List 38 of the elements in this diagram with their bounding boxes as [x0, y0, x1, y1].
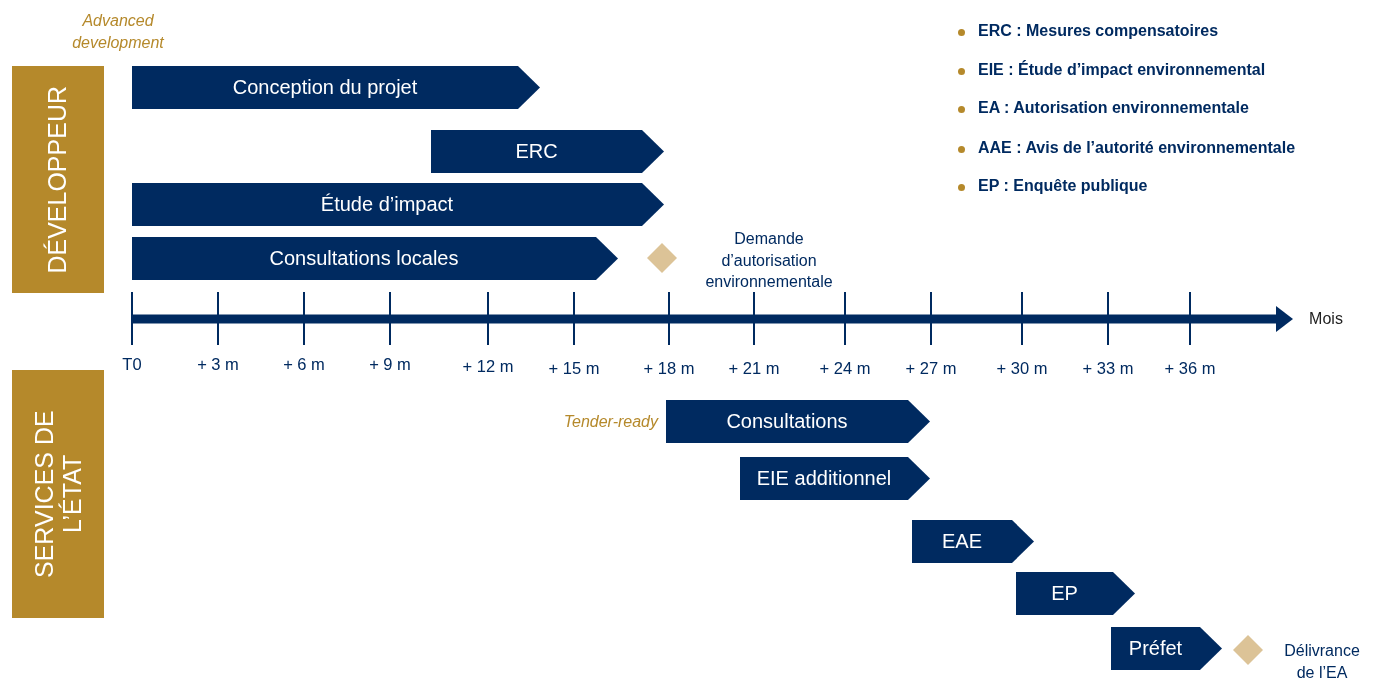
gantt-task-bar: Étude d’impact [132, 183, 664, 226]
milestone-caption: Délivrance de l’EA [1283, 641, 1361, 680]
tick-label: + 21 m [728, 359, 780, 378]
glossary-entry: AAE : Avis de l’autorité environnementale [978, 139, 1296, 157]
lane-band [12, 370, 104, 618]
gantt-task-bar: EAE [912, 520, 1034, 563]
tick-label: + 9 m [369, 355, 411, 374]
gantt-task-bar: ERC [431, 130, 664, 173]
glossary-entry: EIE : Étude d’impact environnemental [978, 61, 1266, 79]
gantt-task-bar: EP [1016, 572, 1135, 615]
tick-label: + 24 m [819, 359, 871, 378]
tick-label: T0 [122, 355, 142, 374]
tick-label: + 27 m [905, 359, 957, 378]
tick-label: + 33 m [1082, 359, 1134, 378]
milestone-diamond [1233, 635, 1263, 665]
lane-band [12, 66, 104, 293]
tick-label: + 30 m [996, 359, 1048, 378]
tick-label: + 3 m [197, 355, 239, 374]
gantt-task-bar: Conception du projet [132, 66, 540, 109]
glossary-entry: EA : Autorisation environnementale [978, 99, 1249, 117]
lane-title: SERVICES DE L’ÉTAT [30, 409, 86, 580]
phase-note: Advanced development [71, 11, 165, 54]
tick-label: + 15 m [548, 359, 600, 378]
gantt-task-bar: EIE additionnel [740, 457, 930, 500]
gantt-task-bar: Préfet [1111, 627, 1222, 670]
tick-label: + 12 m [462, 357, 514, 376]
glossary-entry: ERC : Mesures compensatoires [978, 22, 1219, 40]
lane-title: DÉVELOPPEUR [44, 85, 72, 274]
axis-unit-label: Mois [1309, 310, 1343, 328]
tick-label: + 36 m [1164, 359, 1216, 378]
milestone-caption: Demande d’autorisation environnementale [704, 229, 834, 293]
glossary-entry: EP : Enquête publique [978, 177, 1148, 195]
phase-note: Tender-ready [562, 412, 658, 432]
gantt-task-bar: Consultations [666, 400, 930, 443]
tick-label: + 18 m [643, 359, 695, 378]
tick-label: + 6 m [283, 355, 325, 374]
gantt-task-bar: Consultations locales [132, 237, 618, 280]
milestone-diamond [647, 243, 677, 273]
